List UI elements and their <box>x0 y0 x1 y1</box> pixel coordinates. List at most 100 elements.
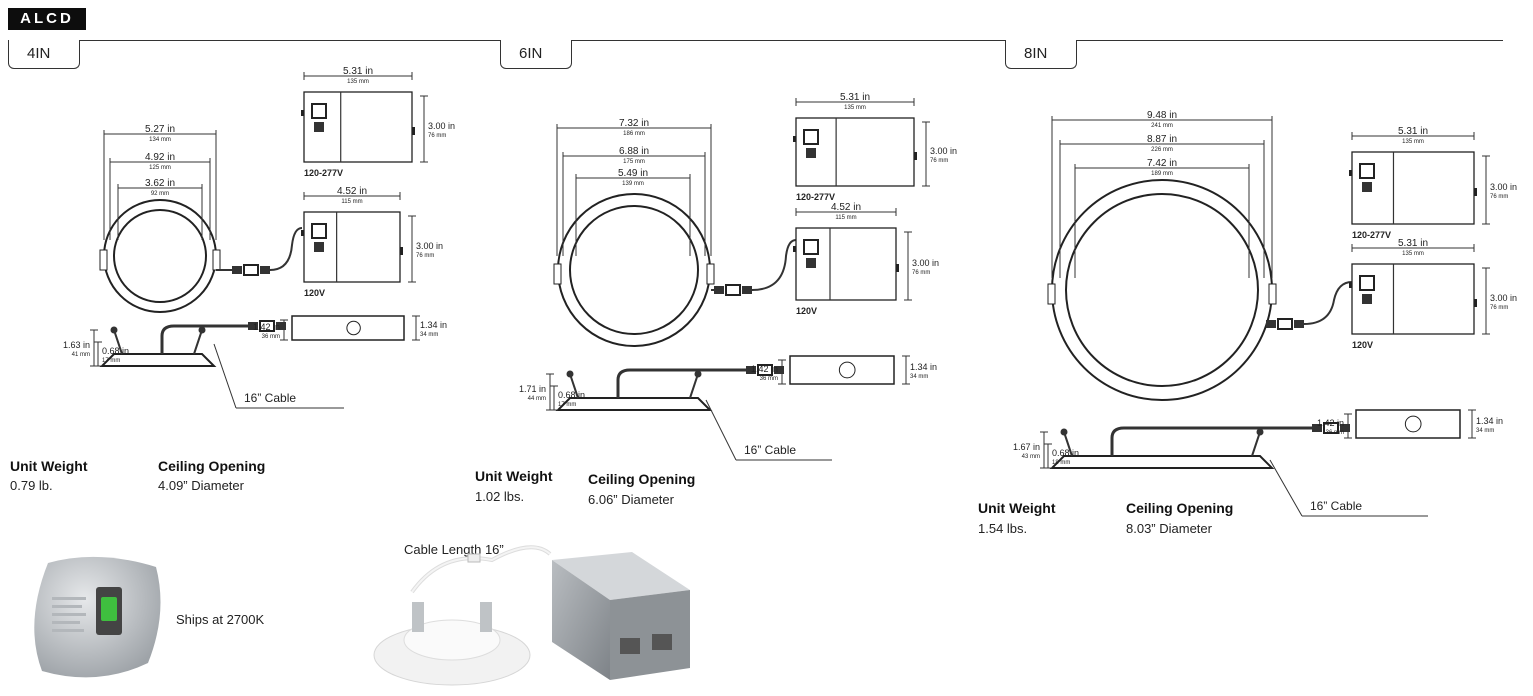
driver-short-8in-width-dim-mm: 135 mm <box>1402 251 1424 257</box>
driver-tall-6in-width-dim-in: 5.31 in <box>840 92 870 103</box>
side-8in-jbox-offset-mm: 36 mm <box>1326 430 1344 436</box>
side-4in-trim-height-mm: 17 mm <box>102 358 120 364</box>
dim-4in-mid-in: 4.92 in <box>145 152 175 163</box>
side-4in-spring-right <box>193 329 203 355</box>
dim-8in-outer-mm: 241 mm <box>1151 123 1173 129</box>
dim-6in-inner-mm: 139 mm <box>622 181 644 187</box>
connector-6in-top-c <box>742 286 752 294</box>
dim-4in-outer-mm: 134 mm <box>149 137 171 143</box>
side-4in-trim-height-in: 0.68 in <box>102 346 129 356</box>
side-4in-connector-b <box>259 320 275 332</box>
fixture-8in-top-clip-left <box>1047 283 1056 305</box>
dim-8in-outer-in: 9.48 in <box>1147 110 1177 121</box>
side-6in-total-height-in: 1.71 in <box>519 384 546 394</box>
ceiling-opening-4in: 4.09” Diameter <box>158 478 244 493</box>
side-8in-pivot-right <box>1256 428 1264 436</box>
connector-8in-top-a <box>1266 320 1276 328</box>
driver-short-8in-terminal <box>1362 294 1372 304</box>
cct-switch-photo <box>34 556 161 678</box>
side-6in-trim-height-mm: 17 mm <box>558 402 576 408</box>
driver-tall-6in-height-dim-in: 3.00 in <box>930 146 957 156</box>
driver-tall-8in-width-dim-mm: 135 mm <box>1402 139 1424 145</box>
driver-short-8in-height-dim-mm: 76 mm <box>1490 305 1508 311</box>
driver-tall-4in-port-right <box>412 127 415 135</box>
driver-short-4in-port-left <box>301 230 304 236</box>
ceiling-opening-label-6in: Ceiling Opening <box>588 471 696 487</box>
dim-6in-outer-in: 7.32 in <box>619 118 649 129</box>
driver-tall-8in-port-right <box>1474 188 1477 196</box>
driver-short-8in-switch <box>1359 275 1375 291</box>
driver-tall-6in-height-dim-mm: 76 mm <box>930 158 948 164</box>
fixture-8in-top-inner <box>1065 193 1259 387</box>
driver-tall-8in-voltage-label: 120-277V <box>1352 230 1391 240</box>
ceiling-opening-label-4in: Ceiling Opening <box>158 458 266 474</box>
fixture-6in-top-clip-left <box>553 263 562 285</box>
fixture-6in-top-clip-right <box>706 263 715 285</box>
side-8in-spring-left <box>1063 431 1073 457</box>
cable-8in-top <box>1303 281 1353 325</box>
header-rule <box>8 40 1503 41</box>
side-6in-jbox-knockout <box>838 361 856 379</box>
driver-short-4in-switch <box>311 223 327 239</box>
side-4in-trim <box>99 353 217 367</box>
cable-callout-4in-text: 16” Cable <box>244 391 296 405</box>
side-4in-connector-a <box>248 322 258 330</box>
side-6in-total-height-mm: 44 mm <box>528 396 546 402</box>
driver-tall-8in-terminal <box>1362 182 1372 192</box>
side-6in-connector-c <box>774 366 784 374</box>
driver-tall-6in-switch <box>803 129 819 145</box>
driver-short-4in-voltage-label: 120V <box>304 288 325 298</box>
fixture-4in-top-inner <box>113 209 207 303</box>
side-4in-pivot-left <box>110 326 118 334</box>
driver-short-8in-height-dim-in: 3.00 in <box>1490 293 1517 303</box>
connector-4in-top-b <box>243 264 259 276</box>
connector-8in-top-b <box>1277 318 1293 330</box>
junction-box <box>552 552 690 680</box>
side-4in-cable <box>160 324 252 354</box>
side-6in-pivot-left <box>566 370 574 378</box>
side-6in-cable <box>616 368 750 398</box>
ships-at-label: Ships at 2700K <box>176 612 265 627</box>
cable-callout-8in-text: 16” Cable <box>1310 499 1362 513</box>
driver-tall-8in-port-left <box>1349 170 1352 176</box>
side-6in-pivot-right <box>694 370 702 378</box>
driver-tall-8in-switch <box>1359 163 1375 179</box>
dim-4in-mid-mm: 125 mm <box>149 165 171 171</box>
side-8in-jbox-height-in: 1.34 in <box>1476 416 1503 426</box>
downlight-fixture <box>373 602 531 686</box>
side-4in-jbox-offset-mm: 36 mm <box>262 334 280 340</box>
driver-short-8in-width-dim-in: 5.31 in <box>1398 238 1428 249</box>
driver-short-4in-port-right <box>400 247 403 255</box>
driver-tall-4in-width-dim-mm: 135 mm <box>347 79 369 85</box>
side-8in-connector-b <box>1323 422 1339 434</box>
dim-8in-mid-in: 8.87 in <box>1147 134 1177 145</box>
driver-short-6in-width-dim-mm: 115 mm <box>835 215 856 221</box>
switch-toggle <box>101 597 117 621</box>
side-6in-jbox-offset-mm: 36 mm <box>760 376 778 382</box>
connector-4in-top-a <box>232 266 242 274</box>
cable-callout-4in-leader <box>213 343 237 409</box>
driver-tall-6in-terminal <box>806 148 816 158</box>
driver-tall-4in-switch <box>311 103 327 119</box>
side-6in-jbox-height-mm: 34 mm <box>910 374 928 380</box>
unit-weight-4in: 0.79 lb. <box>10 478 53 493</box>
side-4in-total-height-mm: 41 mm <box>72 352 90 358</box>
driver-short-8in-port-left <box>1349 282 1352 288</box>
driver-tall-6in-port-right <box>914 152 917 160</box>
side-4in-pivot-right <box>198 326 206 334</box>
driver-short-4in-width-dim-in: 4.52 in <box>337 186 367 197</box>
dim-6in-outer-mm: 186 mm <box>623 131 645 137</box>
side-8in-jbox-knockout <box>1404 415 1422 433</box>
unit-weight-6in: 1.02 lbs. <box>475 489 525 504</box>
driver-short-8in-voltage-label: 120V <box>1352 340 1373 350</box>
driver-tall-4in-height-dim-mm: 76 mm <box>428 133 446 139</box>
tab-4in: 4IN <box>8 40 80 69</box>
driver-short-8in-port-right <box>1474 299 1477 307</box>
side-8in-jbox-height-mm: 34 mm <box>1476 428 1494 434</box>
ceiling-opening-8in: 8.03” Diameter <box>1126 521 1212 536</box>
connector-6in-top-b <box>725 284 741 296</box>
driver-short-6in-height-dim-in: 3.00 in <box>912 258 939 268</box>
connector-4in-top-c <box>260 266 270 274</box>
connector-6in-top-a <box>714 286 724 294</box>
